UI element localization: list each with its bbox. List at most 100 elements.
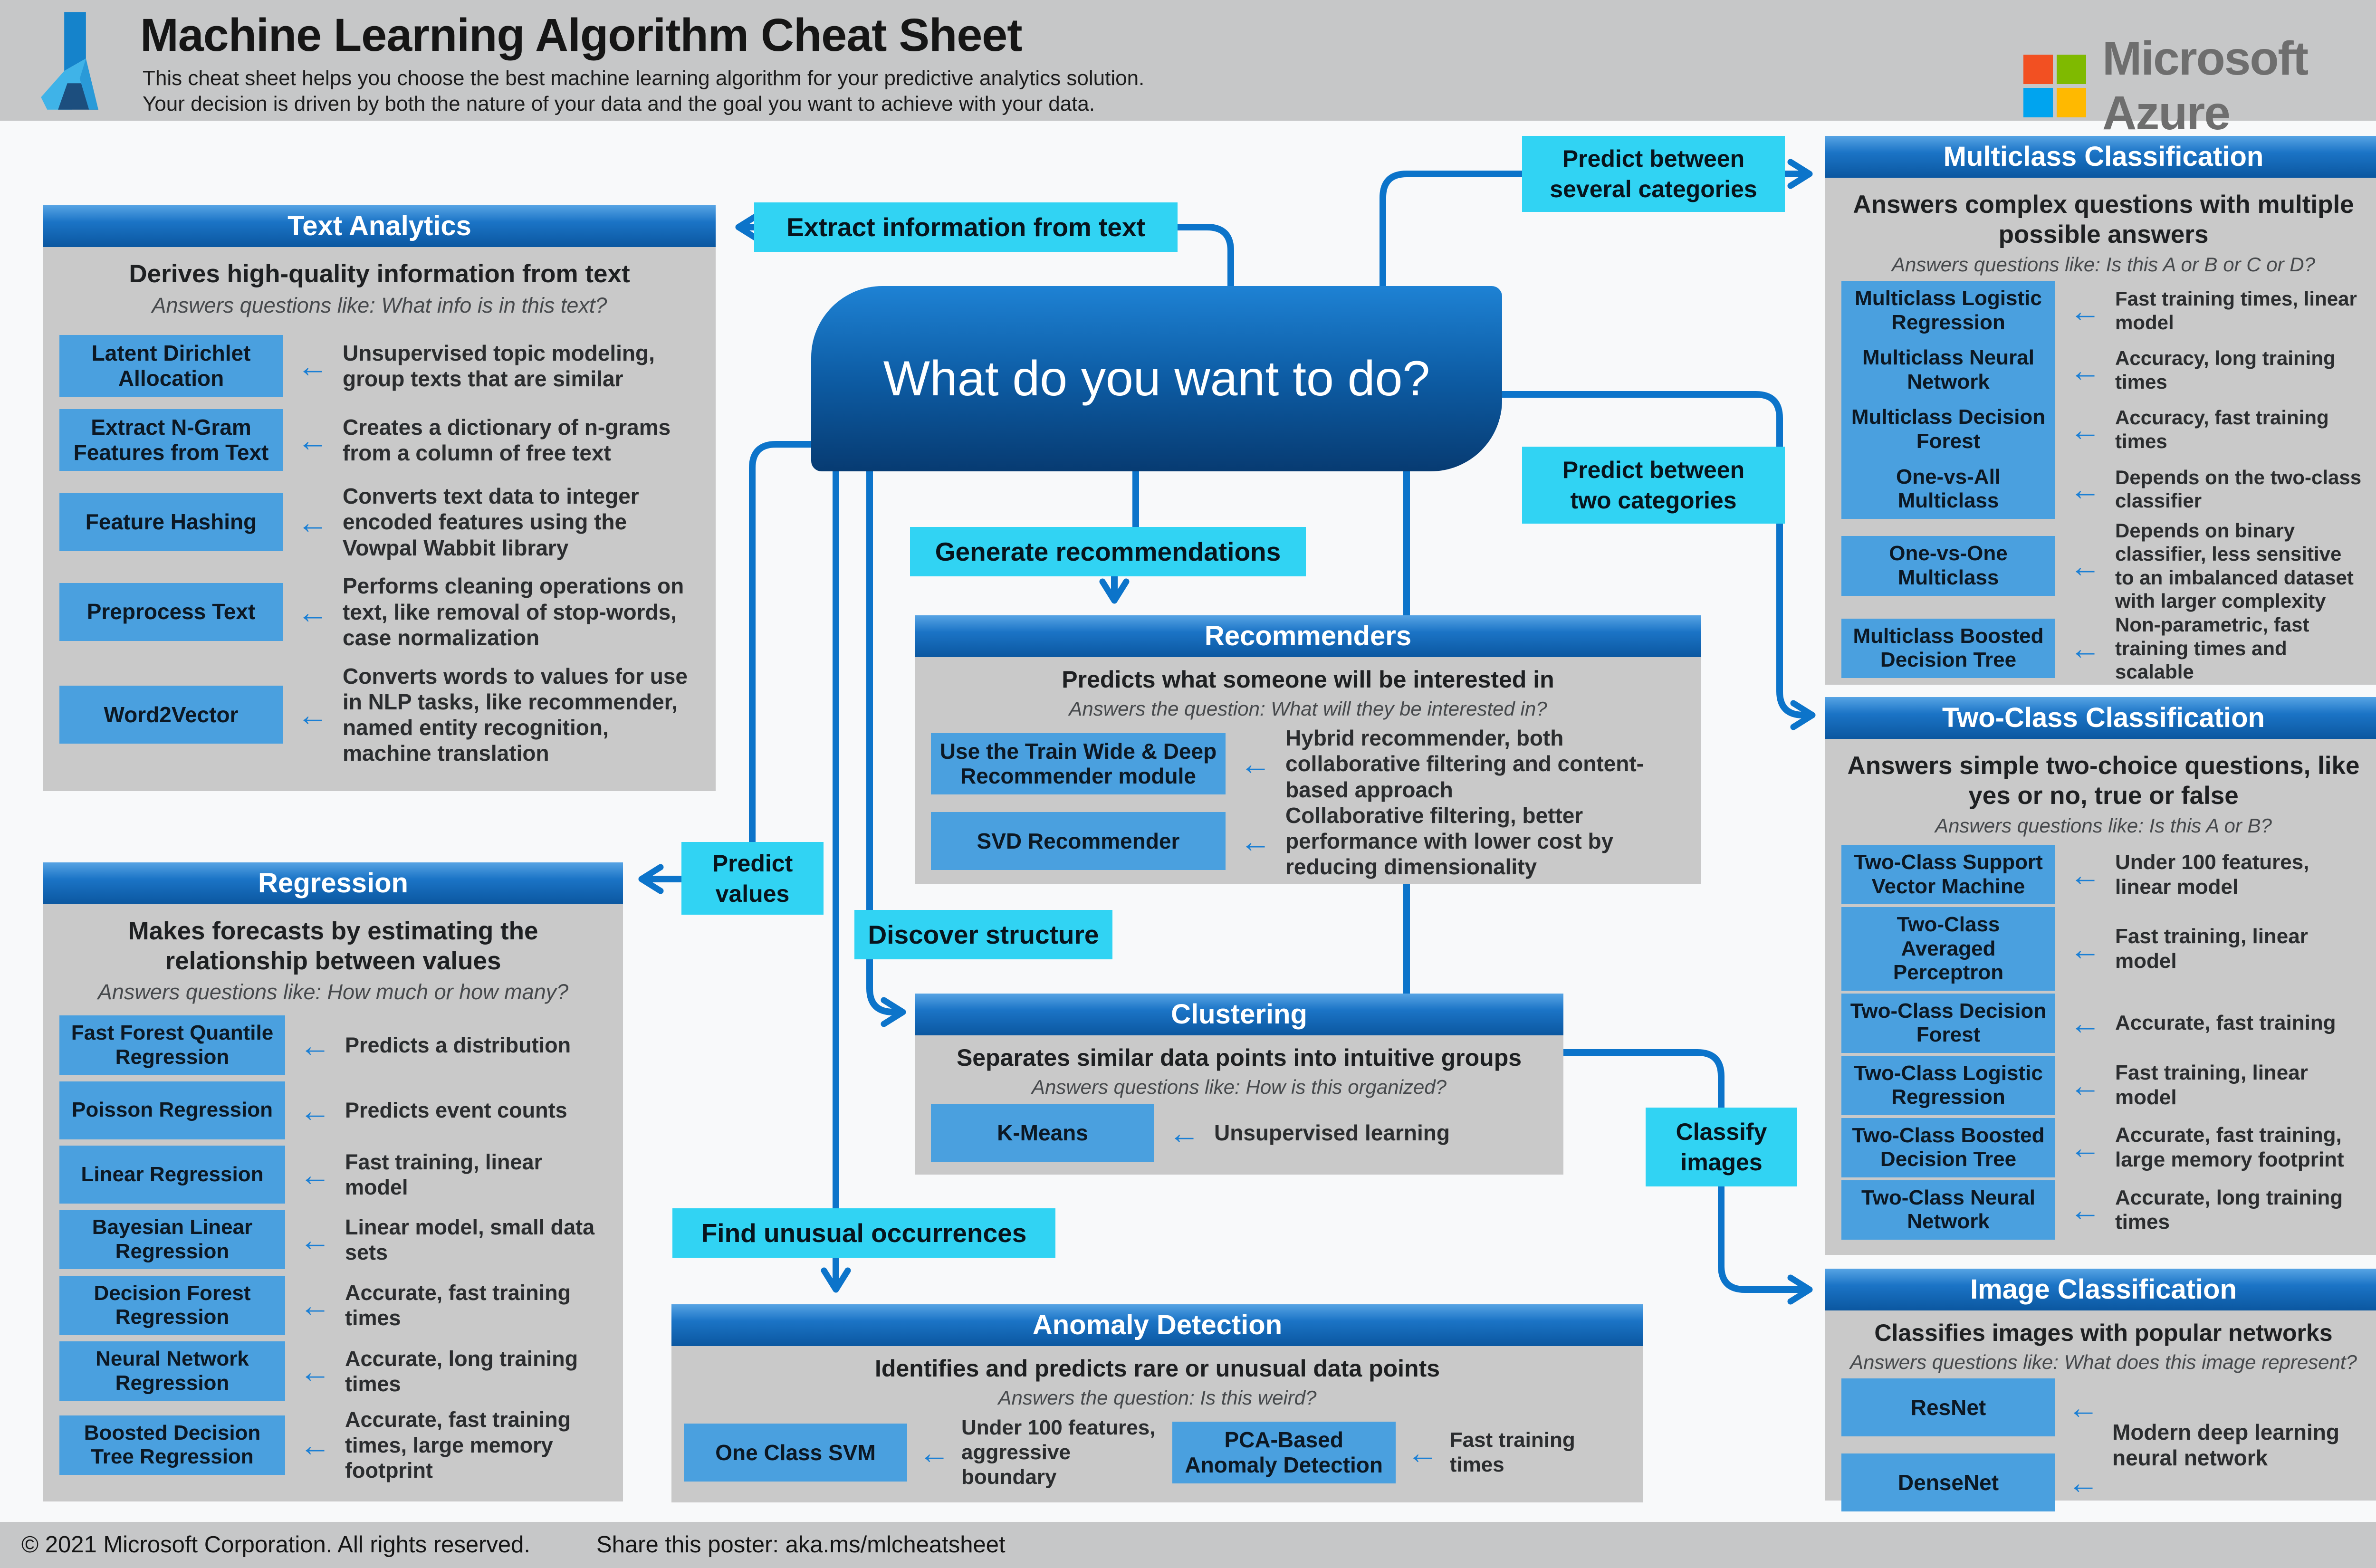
panel-title: Two-Class Classification	[1825, 697, 2376, 739]
panel-question: Answers questions like: Is this A or B o…	[1892, 253, 2315, 276]
panel-question: Answers the question: What will they be …	[1069, 698, 1547, 720]
algorithm-list: Fast Forest Quantile Regression Predicts…	[43, 1009, 623, 1501]
algorithm-note: Accurate, fast training	[2115, 1011, 2336, 1035]
algorithm-button: Two-Class Boosted Decision Tree	[1841, 1118, 2055, 1177]
algorithm-row: Two-Class Decision Forest Accurate, fast…	[1841, 993, 2366, 1053]
algorithm-button: Feature Hashing	[59, 493, 283, 551]
algorithm-button: Multiclass Boosted Decision Tree	[1841, 618, 2055, 678]
algorithm-note: Fast training times	[1449, 1428, 1575, 1476]
algorithm-note: Under 100 features, aggressive boundary	[961, 1416, 1156, 1489]
panel-image-classification: Image Classification Classifies images w…	[1825, 1269, 2376, 1511]
algorithm-row: Preprocess Text Performs cleaning operat…	[59, 573, 699, 650]
panel-question: Answers questions like: What info is in …	[152, 293, 607, 317]
left-arrow-icon	[297, 596, 328, 628]
algorithm-note: Predicts event counts	[345, 1098, 567, 1123]
algorithm-button: Boosted Decision Tree Regression	[59, 1415, 285, 1475]
flow-label-discover-structure: Discover structure	[854, 910, 1112, 959]
left-arrow-icon	[1240, 748, 1271, 779]
algorithm-note: Accurate, fast training times	[345, 1281, 571, 1330]
header-band: Machine Learning Algorithm Cheat Sheet T…	[0, 0, 2376, 140]
algorithm-note: Depends on binary classifier, less sensi…	[2115, 519, 2354, 612]
panel-two-class-classification: Two-Class Classification Answers simple …	[1825, 697, 2376, 1255]
algorithm-list: Latent Dirichlet Allocation Unsupervised…	[43, 323, 716, 791]
algorithm-button: Decision Forest Regression	[59, 1275, 285, 1335]
algorithm-note: Unsupervised learning	[1214, 1120, 1450, 1145]
algorithm-button: Multiclass Neural Network	[1841, 340, 2055, 400]
algorithm-button: Neural Network Regression	[59, 1341, 285, 1401]
panel-description: Classifies images with popular networks	[1874, 1319, 2333, 1346]
left-arrow-icon	[2069, 414, 2101, 445]
panel-clustering: Clustering Separates similar data points…	[915, 994, 1563, 1175]
flow-label-classify-images: Classify images	[1646, 1108, 1797, 1186]
algorithm-row: ResNet	[1841, 1378, 2099, 1436]
flow-label-extract-information: Extract information from text	[754, 202, 1178, 252]
algorithm-button: One Class SVM	[684, 1424, 907, 1482]
left-arrow-icon	[2069, 1007, 2101, 1039]
left-arrow-icon	[2069, 632, 2101, 664]
flow-label-predict-two-categories: Predict between two categories	[1522, 447, 1785, 524]
algorithm-row: Two-Class Neural Network Accurate, long …	[1841, 1180, 2366, 1240]
algorithm-note: Fast training times, linear model	[2115, 287, 2357, 334]
algorithm-note: Depends on the two-class classifier	[2115, 466, 2362, 512]
algorithm-note: Converts words to values for use in NLP …	[343, 663, 688, 766]
panel-description: Answers simple two-choice questions, lik…	[1847, 752, 2360, 810]
microsoft-azure-wordmark: Microsoft Azure	[2102, 32, 2309, 140]
left-arrow-icon	[2069, 550, 2101, 582]
algorithm-note: Accurate, long training times	[345, 1346, 578, 1396]
algorithm-note: Fast training, linear model	[2115, 1061, 2308, 1109]
share-poster-text: Share this poster: aka.ms/mlcheatsheet	[596, 1532, 1006, 1558]
algorithm-note: Linear model, small data sets	[345, 1214, 595, 1264]
algorithm-row: Latent Dirichlet Allocation Unsupervised…	[59, 335, 699, 397]
algorithm-note: Hybrid recommender, both collaborative f…	[1285, 726, 1644, 802]
left-arrow-icon	[299, 1095, 331, 1126]
panel-question: Answers questions like: Is this A or B?	[1935, 814, 2272, 837]
panel-title: Recommenders	[915, 615, 1701, 657]
poster-title: Machine Learning Algorithm Cheat Sheet	[140, 9, 1023, 61]
panel-title: Anomaly Detection	[671, 1304, 1643, 1346]
left-arrow-icon	[2069, 1070, 2101, 1101]
panel-question: Answers questions like: What does this i…	[1850, 1351, 2357, 1373]
algorithm-list: ResNet DenseNet Modern deep learning neu…	[1825, 1378, 2376, 1523]
algorithm-button: Latent Dirichlet Allocation	[59, 335, 283, 397]
left-arrow-icon	[2069, 473, 2101, 505]
flow-label-generate-recommendations: Generate recommendations	[910, 527, 1306, 576]
algorithm-button: PCA-Based Anomaly Detection	[1172, 1422, 1396, 1483]
panel-description: Predicts what someone will be interested…	[1062, 666, 1554, 693]
algorithm-row: Multiclass Decision Forest Accuracy, fas…	[1841, 400, 2366, 459]
algorithm-row: Decision Forest Regression Accurate, fas…	[59, 1275, 607, 1335]
central-question-box: What do you want to do?	[811, 286, 1502, 471]
panel-title: Text Analytics	[43, 205, 716, 247]
algorithm-row: One-vs-All Multiclass Depends on the two…	[1841, 459, 2366, 519]
algorithm-button: One-vs-One Multiclass	[1841, 536, 2055, 596]
left-arrow-icon	[299, 1030, 331, 1061]
left-arrow-icon	[2068, 1467, 2099, 1498]
algorithm-row: SVD Recommender Collaborative filtering,…	[931, 803, 1685, 880]
panel-question: Answers the question: Is this weird?	[998, 1386, 1317, 1409]
panel-title: Clustering	[915, 994, 1563, 1035]
algorithm-note: Accurate, fast training, large memory fo…	[2115, 1123, 2344, 1172]
algorithm-button: Multiclass Logistic Regression	[1841, 281, 2055, 341]
left-arrow-icon	[1407, 1437, 1438, 1468]
algorithm-note: Non-parametric, fast training times and …	[2115, 613, 2309, 683]
algorithm-row: Multiclass Neural Network Accuracy, long…	[1841, 340, 2366, 400]
left-arrow-icon	[2069, 933, 2101, 965]
algorithm-row: Neural Network Regression Accurate, long…	[59, 1341, 607, 1401]
algorithm-button: Two-Class Decision Forest	[1841, 993, 2055, 1053]
left-arrow-icon	[1240, 825, 1271, 857]
algorithm-button: Two-Class Neural Network	[1841, 1180, 2055, 1240]
algorithm-button: Extract N-Gram Features from Text	[59, 409, 283, 471]
left-arrow-icon	[299, 1159, 331, 1190]
algorithm-row: K-Means Unsupervised learning	[931, 1104, 1547, 1162]
algorithm-row: One Class SVM Under 100 features, aggres…	[684, 1415, 1161, 1490]
algorithm-button: Bayesian Linear Regression	[59, 1210, 285, 1270]
algorithm-note: Accurate, fast training times, large mem…	[345, 1407, 571, 1482]
algorithm-row: Two-Class Boosted Decision Tree Accurate…	[1841, 1118, 2366, 1177]
left-arrow-icon	[2068, 1392, 2099, 1423]
left-arrow-icon	[2069, 295, 2101, 326]
algorithm-row: Bayesian Linear Regression Linear model,…	[59, 1210, 607, 1270]
algorithm-row: PCA-Based Anomaly Detection Fast trainin…	[1172, 1422, 1631, 1483]
panel-description: Answers complex questions with multiple …	[1853, 191, 2354, 249]
left-arrow-icon	[919, 1437, 950, 1468]
flow-label-predict-values: Predict values	[681, 842, 824, 915]
algorithm-note: Modern deep learning neural network	[2112, 1419, 2339, 1470]
